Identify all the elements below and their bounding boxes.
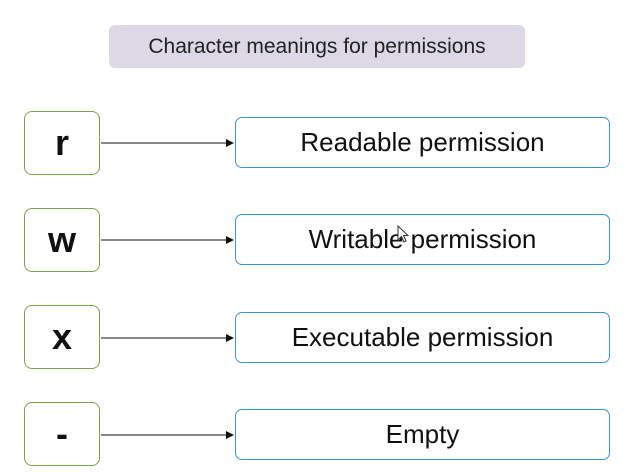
char-box-w: w (24, 208, 100, 272)
char-box-r: r (24, 111, 100, 175)
char-box-x: x (24, 305, 100, 369)
char-box-dash: - (24, 402, 100, 466)
meaning-box-executable: Executable permission (235, 312, 610, 363)
meaning-box-empty: Empty (235, 409, 610, 460)
meaning-box-readable: Readable permission (235, 117, 610, 168)
diagram-title: Character meanings for permissions (109, 25, 525, 68)
mouse-cursor-icon (397, 225, 409, 243)
meaning-box-writable: Writable permission (235, 214, 610, 265)
